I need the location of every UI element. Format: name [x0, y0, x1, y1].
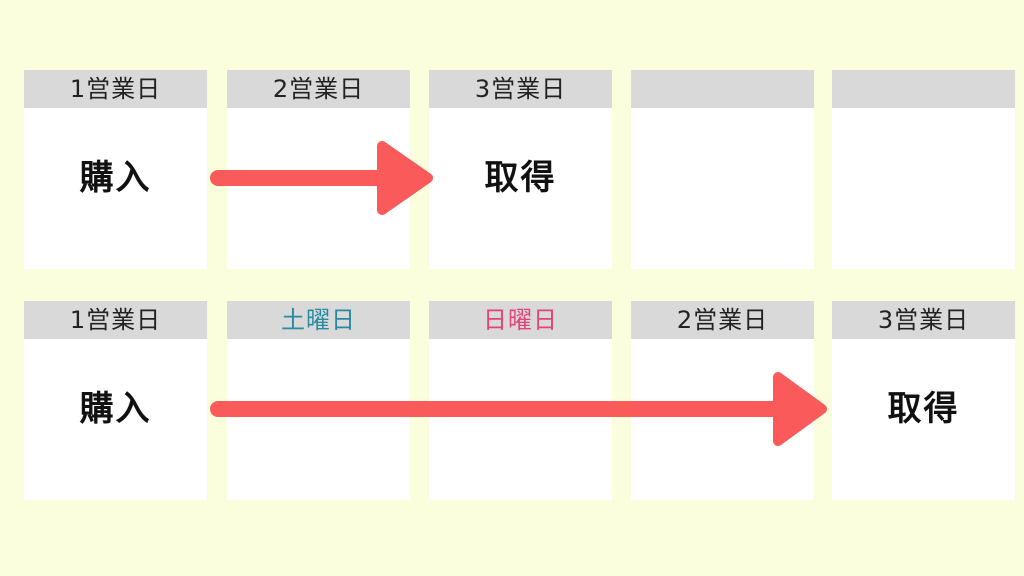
- day-header: 1営業日: [24, 70, 207, 108]
- cell-label: [227, 339, 410, 480]
- purchase-label: 購入: [79, 158, 152, 198]
- day-header: 2営業日: [227, 70, 410, 108]
- sunday-header: 日曜日: [429, 301, 612, 339]
- cell-label: [832, 108, 1015, 249]
- day-cell-4: 2営業日: [631, 301, 814, 500]
- day-header: [832, 70, 1015, 108]
- timeline-row-standard: 1営業日 購入 2営業日 3営業日 取得: [0, 70, 1024, 270]
- day-header: 2営業日: [631, 301, 814, 339]
- day-header: 1営業日: [24, 301, 207, 339]
- acquire-label: 取得: [887, 389, 960, 429]
- day-cell-2: 2営業日: [227, 70, 410, 269]
- day-cell-1: 1営業日 購入: [24, 301, 207, 500]
- day-header: [631, 70, 814, 108]
- day-header: 3営業日: [429, 70, 612, 108]
- cell-label: [429, 339, 612, 480]
- day-cell-5: [832, 70, 1015, 269]
- day-cell-3: 3営業日 取得: [429, 70, 612, 269]
- day-cell-2: 土曜日: [227, 301, 410, 500]
- purchase-label: 購入: [79, 389, 152, 429]
- saturday-header: 土曜日: [227, 301, 410, 339]
- cell-label: [631, 108, 814, 249]
- cell-label: [631, 339, 814, 480]
- day-cell-4: [631, 70, 814, 269]
- day-cell-3: 日曜日: [429, 301, 612, 500]
- timeline-row-weekend: 1営業日 購入 土曜日 日曜日 2営業日 3営業日 取得: [0, 301, 1024, 501]
- day-cell-5: 3営業日 取得: [832, 301, 1015, 500]
- acquire-label: 取得: [484, 158, 557, 198]
- cell-label: [227, 108, 410, 249]
- day-cell-1: 1営業日 購入: [24, 70, 207, 269]
- day-header: 3営業日: [832, 301, 1015, 339]
